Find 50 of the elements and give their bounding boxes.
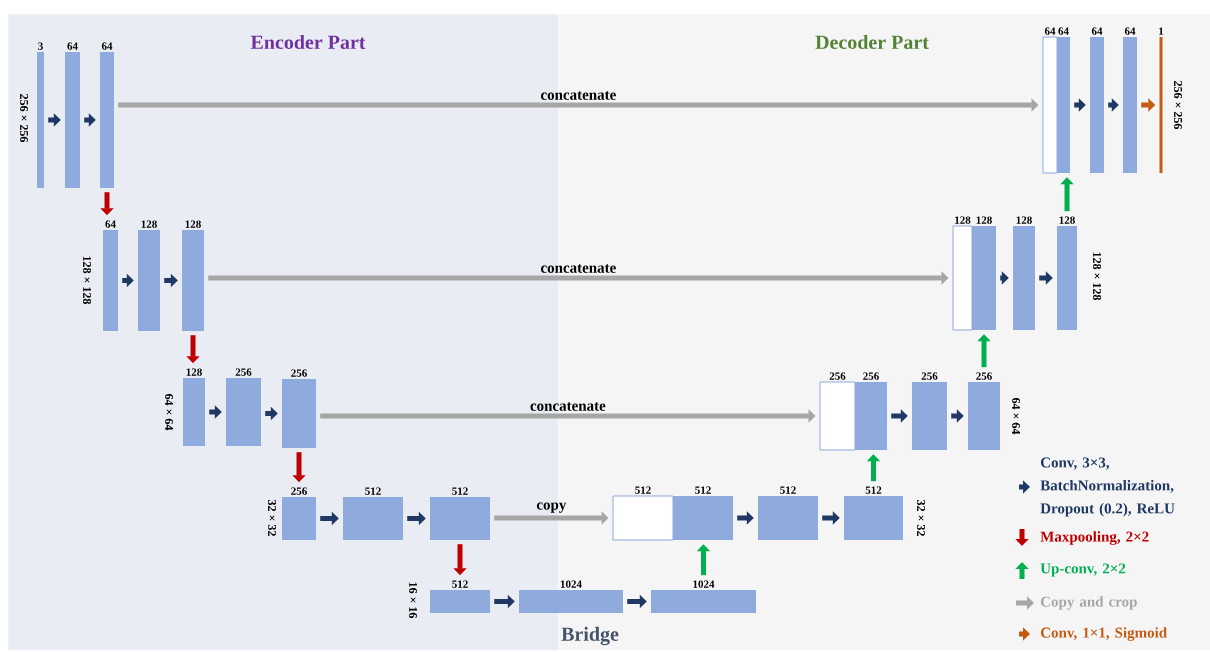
dimension-label: 32 × 32 bbox=[917, 500, 926, 536]
channel-count: 128 bbox=[1016, 216, 1032, 224]
legend-text: Conv, 3×3, BatchNormalization, Dropout (0.2), ReLU bbox=[1040, 457, 1175, 517]
channel-count: 256 bbox=[863, 372, 879, 380]
channel-count: 64 bbox=[67, 42, 78, 50]
edge-label: copy bbox=[536, 502, 567, 513]
section-title: Decoder Part bbox=[815, 34, 929, 49]
channel-count: 64 bbox=[1044, 27, 1056, 35]
channel-count: 512 bbox=[635, 486, 651, 494]
channel-count: 128 bbox=[976, 216, 992, 224]
channel-count: 64 bbox=[105, 220, 116, 228]
legend-text: Maxpooling, 2×2 bbox=[1040, 531, 1149, 545]
dimension-label: 16 × 16 bbox=[409, 582, 418, 619]
section-title: Encoder Part bbox=[250, 34, 366, 49]
channel-count: 64 bbox=[1124, 27, 1136, 35]
section-title: Bridge bbox=[561, 626, 619, 646]
edge-label: concatenate bbox=[530, 402, 606, 411]
channel-count: 3 bbox=[38, 42, 43, 50]
channel-count: 1 bbox=[1159, 27, 1164, 35]
channel-count: 256 bbox=[921, 372, 938, 380]
channel-count: 512 bbox=[865, 486, 882, 494]
channel-count: 64 bbox=[1091, 27, 1103, 35]
channel-count: 512 bbox=[780, 486, 796, 494]
legend-text: Copy and crop bbox=[1040, 596, 1137, 610]
channel-count: 256 bbox=[235, 368, 252, 376]
channel-count: 256 bbox=[291, 369, 307, 377]
edge-label: concatenate bbox=[540, 91, 616, 100]
edge-label: concatenate bbox=[540, 264, 616, 273]
channel-count: 512 bbox=[452, 487, 468, 495]
channel-count: 128 bbox=[185, 220, 201, 228]
channel-count: 512 bbox=[365, 487, 381, 495]
channel-count: 512 bbox=[695, 486, 711, 494]
dimension-label: 64 × 64 bbox=[1012, 398, 1021, 435]
channel-count: 128 bbox=[186, 368, 202, 376]
dimension-label: 128 × 128 bbox=[1092, 252, 1102, 300]
channel-count: 128 bbox=[955, 216, 971, 224]
channel-count: 512 bbox=[452, 580, 468, 588]
dimension-label: 128 × 128 bbox=[82, 256, 92, 304]
channel-count: 64 bbox=[101, 42, 113, 50]
channel-count: 1024 bbox=[560, 580, 582, 588]
channel-count: 256 bbox=[291, 487, 307, 495]
dimension-label: 256 × 256 bbox=[1174, 81, 1183, 130]
channel-count: 128 bbox=[141, 220, 157, 228]
legend-text: Up-conv, 2×2 bbox=[1040, 563, 1126, 577]
channel-count: 1024 bbox=[693, 580, 715, 588]
channel-count: 256 bbox=[976, 372, 992, 380]
channel-count: 128 bbox=[1059, 216, 1075, 224]
legend-text: Conv, 1×1, Sigmoid bbox=[1040, 627, 1167, 641]
channel-count: 256 bbox=[829, 372, 846, 380]
channel-count: 64 bbox=[1058, 27, 1069, 35]
